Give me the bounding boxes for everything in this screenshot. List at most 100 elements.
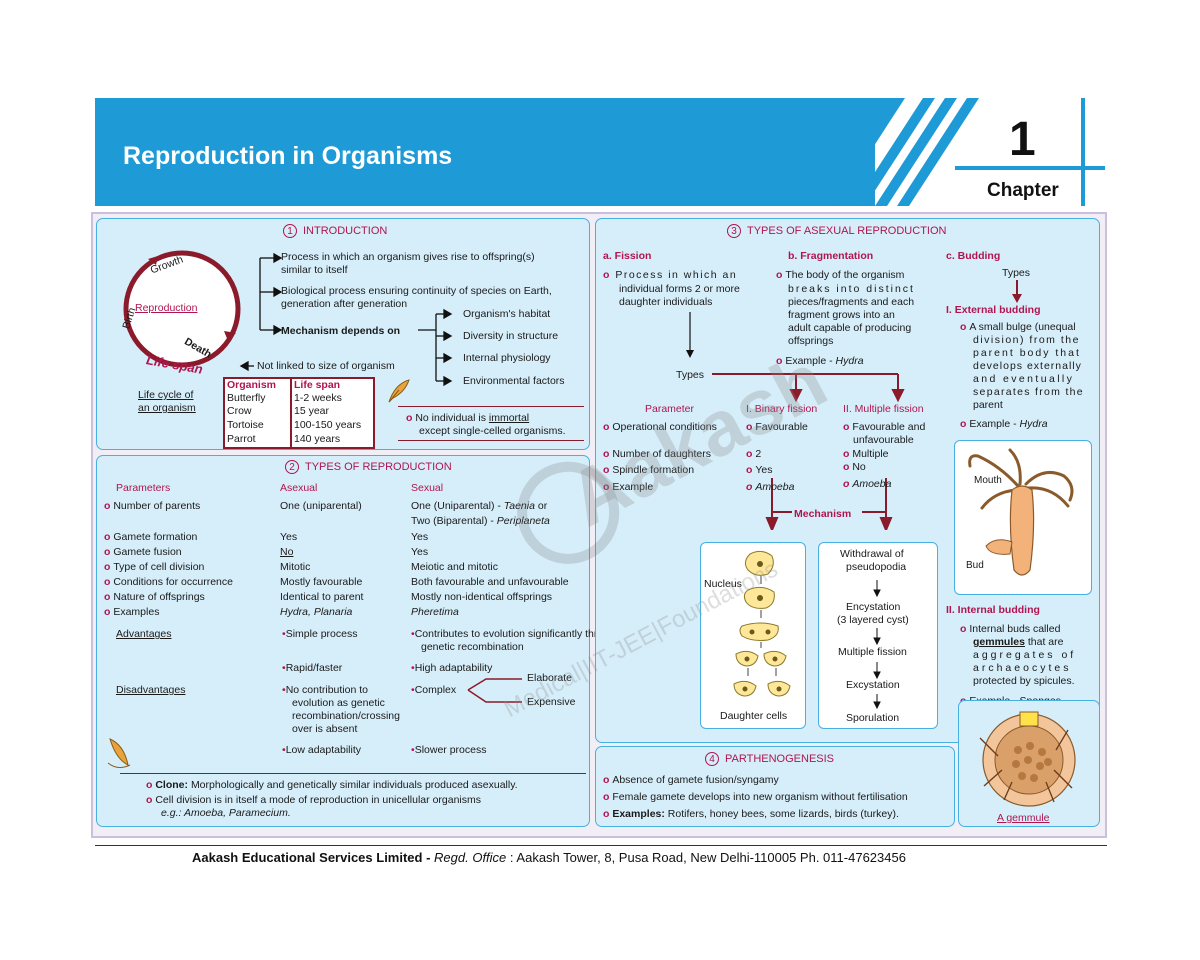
gemmules-word: gemmules <box>973 636 1025 648</box>
binary-example: Amoeba <box>746 481 794 494</box>
asexual-heading: 3 TYPES OF ASEXUAL REPRODUCTION <box>727 224 946 238</box>
step-withdrawal: Withdrawal of <box>840 548 904 560</box>
taenia-example: Taenia <box>503 500 535 512</box>
or-text: or <box>534 500 548 512</box>
param-cell-division: Type of cell division <box>104 561 204 574</box>
col-head-asexual: Asexual <box>280 482 318 494</box>
types-heading: 2 TYPES OF REPRODUCTION <box>285 460 452 474</box>
table-row: Parrot <box>227 433 256 445</box>
step-cyst: (3 layered cyst) <box>837 614 909 626</box>
types-of-reproduction-panel <box>96 455 590 827</box>
section-number-2: 2 <box>285 460 299 474</box>
compare-head-multiple: II. Multiple fission <box>843 403 924 415</box>
fragmentation-text-1: The body of the organism <box>776 269 904 282</box>
external-example-label: Example - <box>969 418 1020 430</box>
sexual-conditions: Both favourable and unfavourable <box>411 576 569 588</box>
dis-sexual-2: Slower process <box>411 744 487 757</box>
fission-text-3: daughter individuals <box>619 296 713 308</box>
table-head-life-span: Life span <box>294 379 341 391</box>
dis-asexual-1a: No contribution to <box>282 684 368 697</box>
multiple-conditions-2: unfavourable <box>853 434 914 446</box>
budding-title: c. Budding <box>946 250 1001 262</box>
dis-asexual-1d: over is absent <box>292 723 358 735</box>
complex-expensive: Expensive <box>527 696 576 708</box>
budding-arrow <box>1012 280 1022 303</box>
clone-text: Morphologically and genetically similar … <box>190 779 518 791</box>
asexual-nature: Identical to parent <box>280 591 364 603</box>
param-gamete-formation: Gamete formation <box>104 531 197 544</box>
adv-sexual-1b: genetic recombination <box>421 641 524 653</box>
partheno-point-2: Female gamete develops into new organism… <box>603 791 907 804</box>
compare-param-example: Example <box>603 481 653 494</box>
external-text-5: and eventually <box>973 373 1075 385</box>
sexual-cell-division: Meiotic and mitotic <box>411 561 498 573</box>
sexual-examples: Pheretima <box>411 606 459 618</box>
dis-asexual-1b: evolution as genetic <box>292 697 385 709</box>
footer-rule <box>95 845 1107 846</box>
param-examples: Examples <box>104 606 159 619</box>
hydra-illustration <box>968 448 1074 576</box>
immortal-note-text: No individual is <box>415 412 486 424</box>
param-number-of-parents: Number of parents <box>104 500 200 513</box>
internal-text-2: gemmules that are <box>973 636 1063 649</box>
nucleus-label: Nucleus <box>704 578 742 590</box>
daughter-cells-label: Daughter cells <box>720 710 788 722</box>
gemmule-illustration <box>979 711 1076 807</box>
external-example-value: Hydra <box>1019 418 1048 430</box>
hydra-mouth-label: Mouth <box>974 475 1002 486</box>
intro-point-1a: Process in which an organism gives rise … <box>281 251 535 263</box>
budding-types-label: Types <box>1002 267 1031 279</box>
fragmentation-text-4: fragment grows into an <box>788 309 895 321</box>
adv-sexual-2: High adaptability <box>411 662 493 675</box>
asexual-title: TYPES OF ASEXUAL REPRODUCTION <box>747 225 947 237</box>
header-band <box>95 98 875 206</box>
external-example: Example - Hydra <box>960 418 1048 431</box>
internal-budding-title: II. Internal budding <box>946 604 1040 616</box>
intro-point-2a: Biological process ensuring continuity o… <box>281 285 552 297</box>
life-cycle-caption-line2: an organism <box>138 402 196 414</box>
table-row: Tortoise <box>227 419 264 431</box>
step-multiple-fission: Multiple fission <box>838 646 907 658</box>
fragmentation-example: Example - Hydra <box>776 355 863 368</box>
intro-arrows <box>239 252 453 387</box>
multiple-example: Amoeba <box>843 478 891 491</box>
life-span-table-divider <box>290 379 292 447</box>
external-text-4: develops externally <box>973 360 1082 372</box>
asexual-cell-division: Mitotic <box>280 561 311 573</box>
mechanism-label: Mechanism <box>794 508 852 520</box>
step-encystation: Encystation <box>846 601 901 613</box>
section-number-1: 1 <box>283 224 297 238</box>
intro-size-note: Not linked to size of organism <box>257 360 395 372</box>
footer-company: Aakash Educational Services Limited - <box>192 850 435 865</box>
reproduction-label: Reproduction <box>135 302 198 314</box>
fission-types-label: Types <box>676 369 705 381</box>
life-cycle-diagram <box>123 250 241 368</box>
footer-regd-office: Regd. Office <box>434 850 507 865</box>
note-rule-bottom <box>398 440 584 441</box>
adv-sexual-1a: Contributes to evolution significantly t… <box>411 628 621 641</box>
intro-point-1b: similar to itself <box>281 264 348 276</box>
asexual-examples: Hydra, Planaria <box>280 606 353 618</box>
fragmentation-text-2: breaks into distinct <box>788 283 915 295</box>
compare-param-conditions: Operational conditions <box>603 421 716 434</box>
immortal-note-line1: No individual is immortal <box>406 412 529 425</box>
compare-head-binary: I. Binary fission <box>746 403 818 415</box>
quill-icon <box>107 738 131 769</box>
partheno-examples-label: Examples: <box>612 808 665 820</box>
fragmentation-title: b. Fragmentation <box>788 250 874 262</box>
intro-mechanism-label: Mechanism depends on <box>281 325 401 337</box>
intro-point-2b: generation after generation <box>281 298 408 310</box>
binary-spindle: Yes <box>746 464 772 477</box>
multiple-conditions-1: Favourable and <box>843 421 925 434</box>
partheno-examples-text: Rotifers, honey bees, some lizards, bird… <box>667 808 899 820</box>
param-nature-offsprings: Nature of offsprings <box>104 591 204 604</box>
external-text-7: parent <box>973 399 1003 411</box>
parthenogenesis-title: PARTHENOGENESIS <box>725 753 835 765</box>
binary-daughters: 2 <box>746 448 761 461</box>
complex-elaborate: Elaborate <box>527 672 572 684</box>
table-head-organism: Organism <box>227 379 277 391</box>
multiple-daughters: Multiple <box>843 448 888 461</box>
page-title: Reproduction in Organisms <box>123 142 453 170</box>
complex-branch-arrows <box>467 678 522 703</box>
fragmentation-text-3: pieces/fragments and each <box>788 296 915 308</box>
